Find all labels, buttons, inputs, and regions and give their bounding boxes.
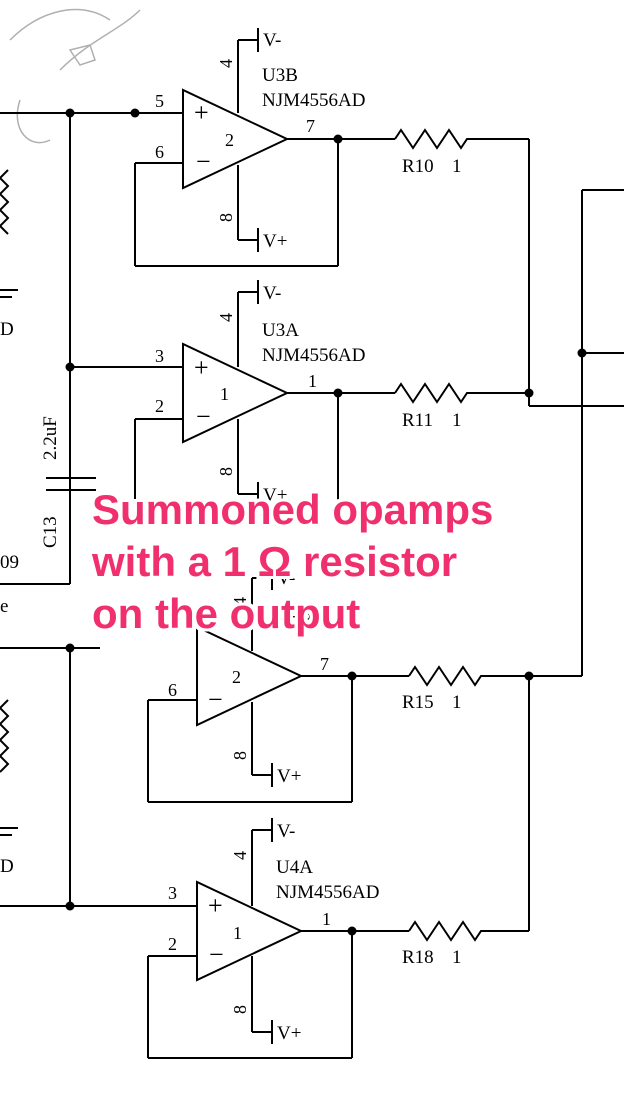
resistor-ref: R10 (402, 156, 434, 177)
opamp-unit: 2 (225, 130, 234, 150)
background-doodle (9, 8, 141, 144)
resistor-value: 1 (452, 692, 462, 713)
opamp-ref: U4A (276, 857, 313, 878)
capacitor-value: 2.2uF (40, 416, 61, 460)
resistor-ref: R18 (402, 947, 434, 968)
pin-vpos: 8 (230, 751, 250, 760)
pin-noninv: 5 (155, 91, 164, 111)
resistor-ref: R15 (402, 692, 434, 713)
capacitor-c13: 2.2uF C13 (40, 416, 96, 548)
left-edge-fragments: D D 09 e (0, 169, 19, 877)
annotation-line-2: with a 1 Ω resistor (92, 538, 458, 585)
pin-noninv: 3 (155, 346, 164, 366)
pin-out: 7 (306, 116, 315, 136)
supply-vpos: V+ (277, 766, 301, 787)
opamp-unit: 1 (233, 923, 242, 943)
pin-noninv: 3 (168, 883, 177, 903)
opamp-part: NJM4556AD (262, 345, 365, 366)
opamp-ref: U3B (262, 65, 298, 86)
pin-vneg: 4 (216, 59, 236, 68)
svg-text:−: − (196, 402, 211, 431)
pin-inv: 6 (168, 680, 177, 700)
opamp-u4b: − 2 6 7 4 8 V- V+ U4B (147, 566, 409, 803)
left-fragment-label-2: e (0, 596, 8, 617)
resistor-ref: R11 (402, 410, 433, 431)
pin-vneg: 4 (230, 597, 250, 606)
annotation-line-1: Summoned opamps (92, 486, 494, 533)
annotation-line-3: on the output (92, 590, 361, 637)
pin-vpos: 8 (216, 213, 236, 222)
supply-vpos: V+ (277, 1023, 301, 1044)
pin-out: 7 (320, 654, 329, 674)
pin-vpos: 8 (216, 467, 236, 476)
pin-inv: 2 (168, 934, 177, 954)
resistor-value: 1 (452, 156, 462, 177)
opamp-part: NJM4556AD (262, 90, 365, 111)
pin-inv: 6 (155, 142, 164, 162)
svg-text:−: − (209, 940, 224, 969)
resistor-r10: R10 1 (394, 128, 529, 177)
supply-vneg: V- (277, 568, 295, 589)
pin-vpos: 8 (230, 1005, 250, 1014)
opamp-part: NJM4556AD (276, 882, 379, 903)
supply-vneg: V- (263, 283, 281, 304)
resistor-value: 1 (452, 410, 462, 431)
opamp-unit: 1 (220, 384, 229, 404)
svg-text:+: + (194, 353, 209, 382)
supply-vneg: V- (277, 821, 295, 842)
gnd-label-top: D (0, 319, 14, 340)
pin-vneg: 4 (216, 313, 236, 322)
opamp-u3a: + − 1 3 2 1 4 8 V- V+ U3A NJM4556AD (134, 280, 395, 520)
opamp-u4a: + − 1 3 2 1 4 8 V- V+ U4A NJM4556AD (147, 818, 409, 1059)
resistor-value: 1 (452, 947, 462, 968)
resistor-r18: R18 1 (402, 920, 529, 968)
svg-text:−: − (208, 685, 223, 714)
pin-inv: 2 (155, 396, 164, 416)
resistor-r15: R15 1 (402, 665, 582, 713)
input-wires (0, 112, 197, 907)
opamp-unit: 2 (232, 667, 241, 687)
left-fragment-label-1: 09 (0, 552, 19, 573)
capacitor-ref: C13 (40, 516, 61, 548)
pin-vneg: 4 (230, 851, 250, 860)
supply-vpos: V+ (263, 231, 287, 252)
pin-out: 1 (308, 371, 317, 391)
pin-out: 1 (322, 909, 331, 929)
resistor-r11: R11 1 (394, 382, 529, 431)
opamp-u3b: + − 2 5 6 7 4 8 V- V+ U3B NJM4556AD (134, 28, 395, 267)
svg-text:+: + (208, 891, 223, 920)
supply-vpos: V+ (263, 485, 287, 506)
supply-vneg: V- (263, 30, 281, 51)
svg-text:+: + (194, 98, 209, 127)
gnd-label-bottom: D (0, 856, 14, 877)
annotation-caption: Summoned opamps with a 1 Ω resistor on t… (92, 484, 612, 640)
svg-text:−: − (196, 147, 211, 176)
opamp-ref: U3A (262, 320, 299, 341)
junction-dots (65, 108, 587, 936)
opamp-ref: U4B (276, 604, 312, 625)
output-nets (528, 139, 624, 931)
